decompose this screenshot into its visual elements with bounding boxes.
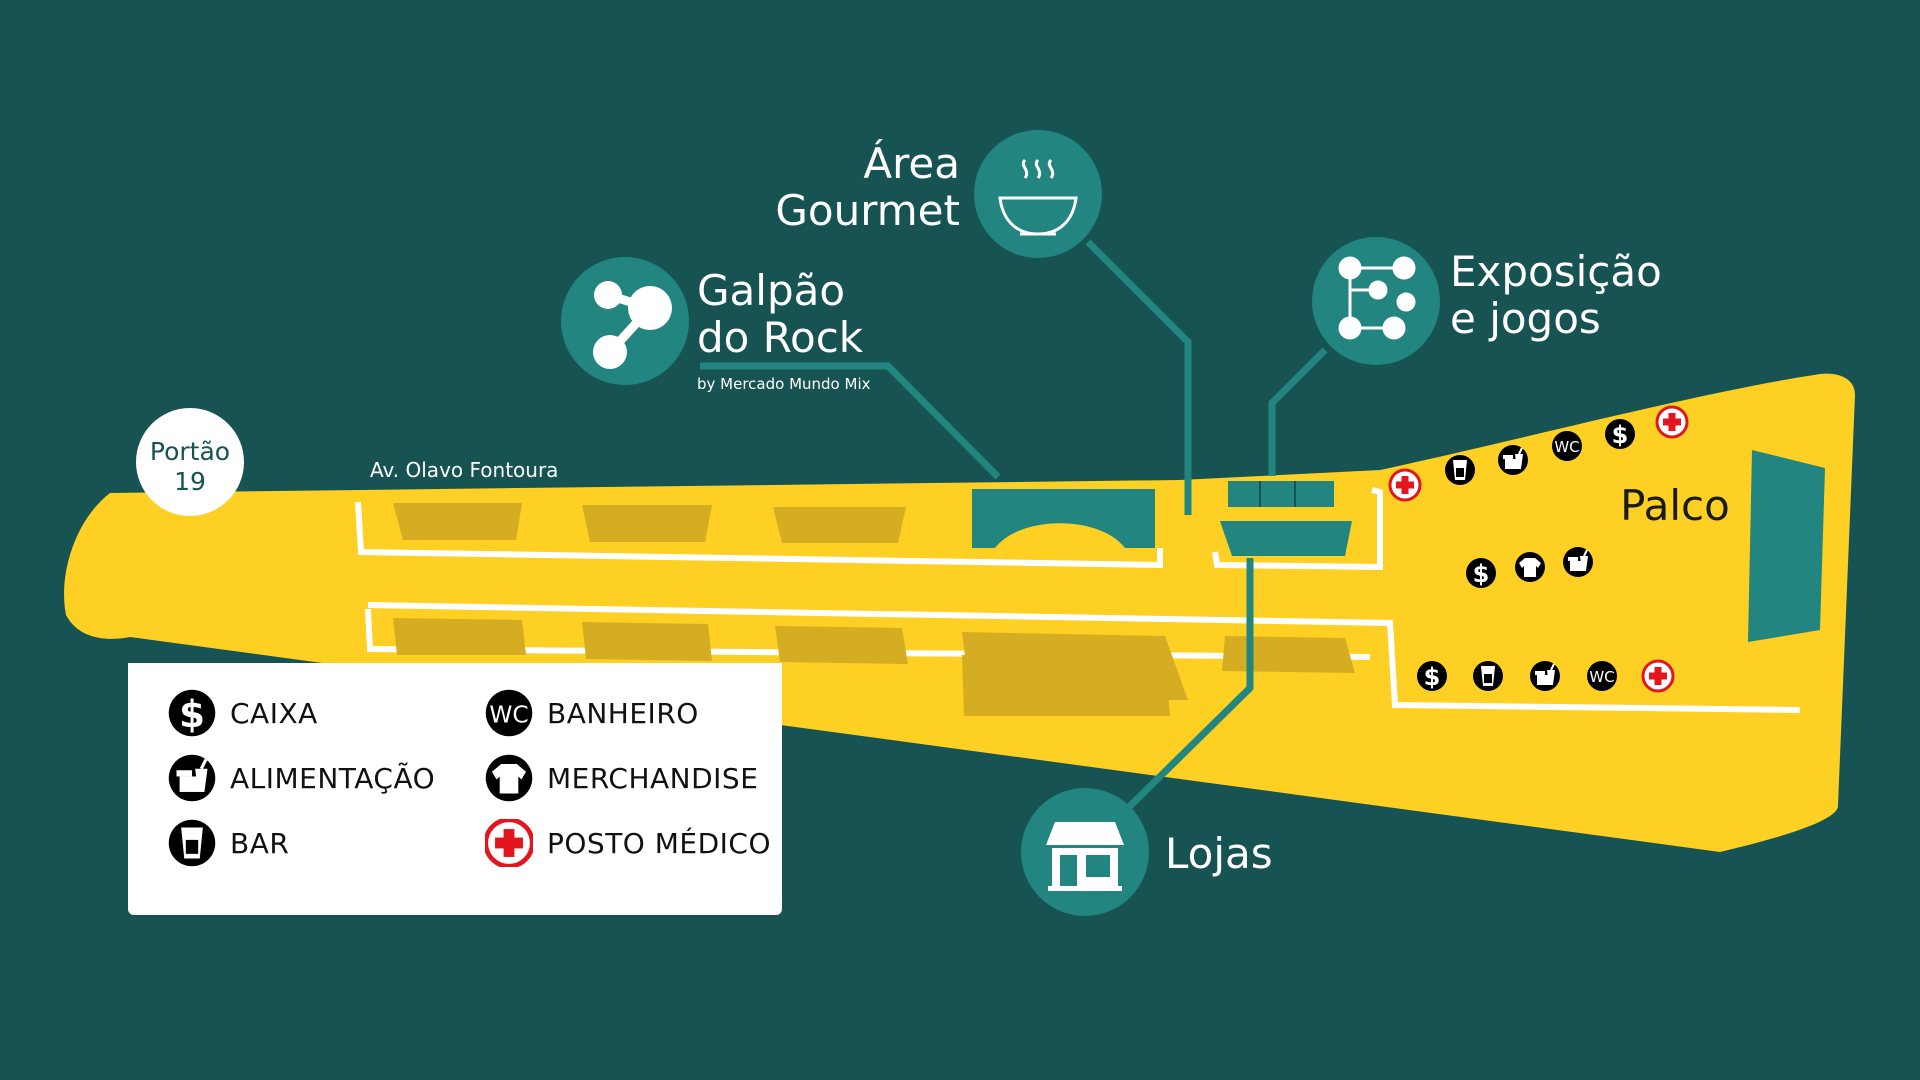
dollar-icon: $: [1605, 419, 1635, 449]
dollar-icon: $: [1417, 661, 1447, 691]
svg-text:WC: WC: [1589, 668, 1614, 686]
stage-label: Palco: [1620, 481, 1730, 530]
dollar-icon: $: [168, 689, 216, 737]
legend-label: BAR: [230, 826, 290, 860]
food-icon: [1498, 445, 1528, 475]
beer-glass-icon: [1445, 455, 1475, 485]
galpao-building: [972, 489, 1155, 548]
legend-label: BANHEIRO: [547, 696, 699, 730]
exposicao-title-line1: Exposição: [1450, 247, 1662, 296]
area-exposicao-e-jogos: Exposição e jogos: [1312, 237, 1662, 365]
legend-item: MERCHANDISE: [485, 754, 758, 802]
legend-item: ALIMENTAÇÃO: [168, 754, 435, 802]
teal-buildings: [972, 450, 1825, 642]
tshirt-icon: [485, 754, 533, 802]
area-galpao-do-rock: Galpão do Rock by Mercado Mundo Mix: [561, 257, 871, 393]
booth-blocks: [393, 503, 1355, 716]
galpao-title-line1: Galpão: [697, 266, 845, 315]
svg-text:WC: WC: [1554, 438, 1579, 456]
galpao-title-line2: do Rock: [697, 313, 864, 362]
wc-icon: WC: [485, 689, 533, 737]
molecule-icon: [593, 281, 672, 369]
legend-panel: $ CAIXA WC BANHEIRO ALIMENTAÇÃO MERCHANDISE BA…: [128, 663, 782, 915]
legend-label: POSTO MÉDICO: [547, 826, 771, 860]
svg-text:$: $: [1473, 560, 1490, 588]
legend-label: CAIXA: [230, 696, 318, 730]
food-icon: [1563, 547, 1593, 577]
amenity-icons: WC $ $ $ WC: [1388, 405, 1689, 693]
galpao-subtitle: by Mercado Mundo Mix: [697, 375, 871, 393]
street-label: Av. Olavo Fontoura: [370, 458, 558, 482]
gate-label-line1: Portão: [150, 437, 230, 466]
dollar-icon: $: [1466, 558, 1496, 588]
legend-label: MERCHANDISE: [547, 761, 759, 795]
wc-icon: WC: [1587, 661, 1617, 691]
exposicao-title-line2: e jogos: [1450, 294, 1601, 343]
svg-text:$: $: [1612, 421, 1629, 449]
beer-glass-icon: [1473, 661, 1503, 691]
food-icon: [168, 754, 216, 802]
storefront-icon: [1046, 822, 1124, 891]
area-gourmet: Área Gourmet: [775, 130, 1102, 258]
gate-label-line2: 19: [174, 467, 206, 496]
tshirt-icon: [1515, 552, 1545, 582]
svg-text:WC: WC: [489, 701, 528, 728]
legend-item: WC BANHEIRO: [485, 689, 699, 737]
svg-text:$: $: [179, 692, 205, 736]
legend-item: POSTO MÉDICO: [485, 819, 771, 867]
gate-portao-19: Portão 19: [136, 408, 244, 516]
first-aid-icon: [485, 819, 533, 867]
first-aid-icon: [1388, 468, 1422, 502]
legend-label: ALIMENTAÇÃO: [230, 761, 436, 795]
exposicao-building: [1228, 481, 1334, 507]
legend-item: $ CAIXA: [168, 689, 318, 737]
connector-lines: [700, 239, 1328, 811]
gourmet-title-line1: Área: [863, 138, 960, 188]
lojas-building: [1220, 521, 1352, 556]
svg-text:$: $: [1424, 663, 1441, 691]
gourmet-title-line2: Gourmet: [775, 186, 960, 235]
stage-block: [1748, 450, 1825, 642]
first-aid-icon: [1655, 405, 1689, 439]
lojas-title: Lojas: [1165, 829, 1273, 878]
soup-bowl-icon: [998, 158, 1078, 236]
beer-glass-icon: [168, 819, 216, 867]
legend-item: BAR: [168, 819, 289, 867]
food-icon: [1530, 661, 1560, 691]
wc-icon: WC: [1552, 431, 1582, 461]
network-icon: [1338, 256, 1416, 340]
area-lojas: Lojas: [1021, 788, 1273, 916]
first-aid-icon: [1641, 659, 1675, 693]
